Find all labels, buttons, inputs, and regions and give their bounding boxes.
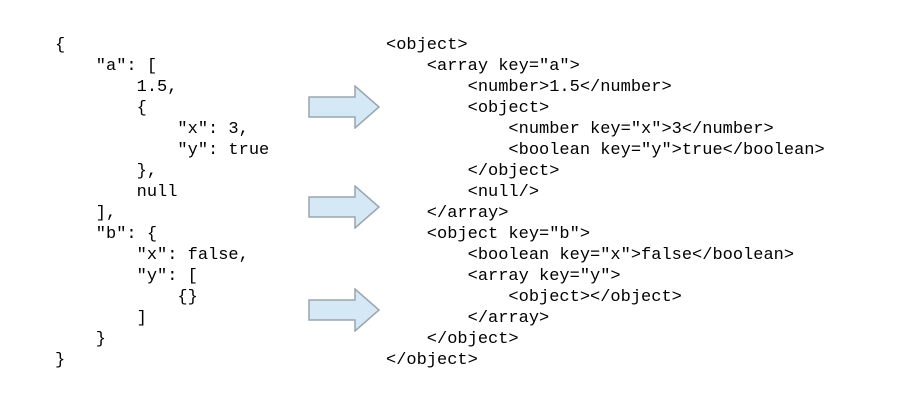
json-code-line: ] bbox=[55, 309, 147, 328]
xml-code-line: <object> bbox=[386, 99, 550, 118]
xml-code-line: <number key="x">3</number> bbox=[386, 120, 774, 139]
xml-code-line: <number>1.5</number> bbox=[386, 78, 672, 97]
json-code-panel: { "a": [ 1.5, { "x": 3, "y": true }, nul… bbox=[55, 35, 269, 371]
json-code-line: { bbox=[55, 36, 66, 55]
xml-code-line: </array> bbox=[386, 309, 550, 328]
json-code-line: "x": false, bbox=[55, 246, 249, 265]
right-arrow-shape bbox=[308, 185, 380, 229]
json-code-line: ], bbox=[55, 204, 117, 223]
xml-code-line: </object> bbox=[386, 330, 519, 349]
right-arrow-shape bbox=[308, 288, 380, 332]
json-code-line: "a": [ bbox=[55, 57, 158, 76]
xml-code-line: <object key="b"> bbox=[386, 225, 591, 244]
right-arrow-icon bbox=[308, 288, 380, 332]
xml-code-line: <array key="y"> bbox=[386, 267, 621, 286]
right-arrow-icon bbox=[308, 185, 380, 229]
json-code-line: null bbox=[55, 183, 178, 202]
xml-code-line: <boolean key="x">false</boolean> bbox=[386, 246, 795, 265]
right-arrow-shape bbox=[308, 85, 380, 129]
xml-code-line: <object> bbox=[386, 36, 468, 55]
right-arrow-icon bbox=[308, 85, 380, 129]
json-code-line: "x": 3, bbox=[55, 120, 249, 139]
json-code-line: } bbox=[55, 330, 107, 349]
xml-code-line: <object></object> bbox=[386, 288, 682, 307]
json-code-line: {} bbox=[55, 288, 198, 307]
xml-code-panel: <object> <array key="a"> <number>1.5</nu… bbox=[386, 35, 825, 371]
json-code-line: { bbox=[55, 99, 147, 118]
json-code-line: "y": [ bbox=[55, 267, 198, 286]
xml-code-line: </array> bbox=[386, 204, 509, 223]
xml-code-line: <array key="a"> bbox=[386, 57, 580, 76]
json-code-line: } bbox=[55, 351, 66, 370]
xml-code-line: </object> bbox=[386, 162, 560, 181]
xml-code-line: <boolean key="y">true</boolean> bbox=[386, 141, 825, 160]
xml-code-line: </object> bbox=[386, 351, 478, 370]
json-code-line: }, bbox=[55, 162, 158, 181]
json-code-line: "y": true bbox=[55, 141, 270, 160]
json-code-line: 1.5, bbox=[55, 78, 178, 97]
xml-code-line: <null/> bbox=[386, 183, 540, 202]
json-code-line: "b": { bbox=[55, 225, 158, 244]
